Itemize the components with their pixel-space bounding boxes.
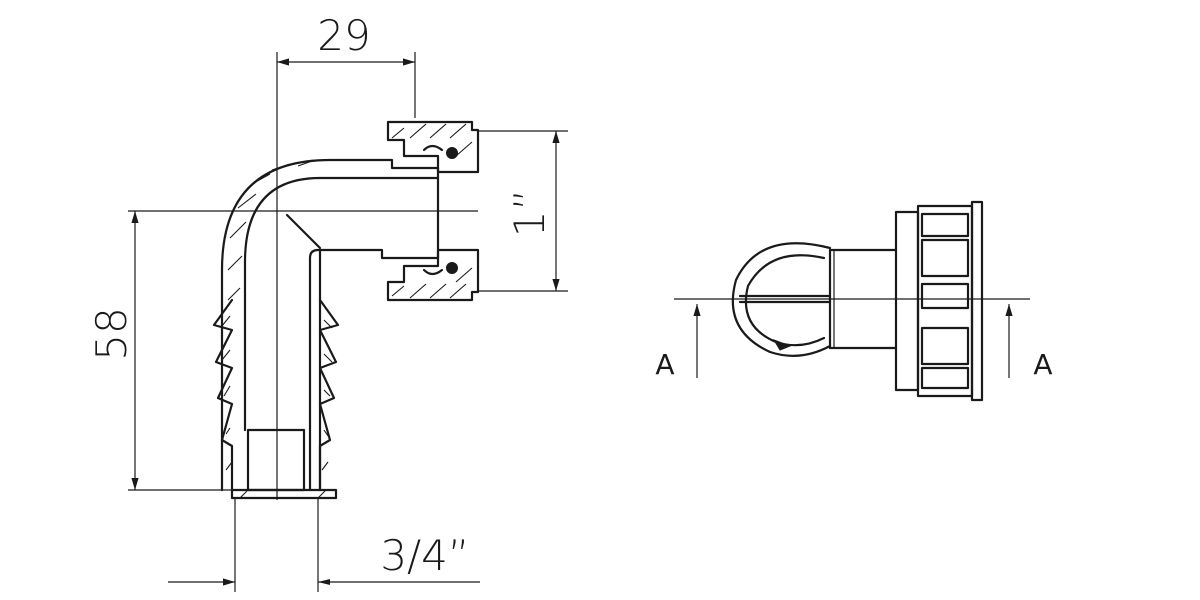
elbow-dome-inner	[744, 254, 826, 347]
seal-lip-bottom	[422, 268, 444, 276]
union-nut-bottom-hatch	[391, 267, 473, 299]
bottom-insert	[246, 428, 306, 492]
section-label-right: A	[1033, 348, 1052, 381]
elbow-inner-wall	[243, 176, 440, 432]
section-label-left: A	[655, 348, 674, 381]
nut-ribs	[920, 212, 970, 390]
nut-face	[970, 200, 984, 402]
bottom-flange	[230, 488, 338, 500]
union-nut-top	[386, 120, 480, 174]
elbow-section-view: 29 58 1” 3/4”	[87, 11, 568, 592]
union-nut-bottom	[386, 248, 480, 302]
seal-lip-top	[422, 144, 444, 152]
elbow-wall-hatch	[227, 160, 313, 301]
o-ring-top	[446, 147, 458, 159]
dome-tab	[772, 339, 792, 351]
elbow-dome-outer	[731, 242, 832, 357]
dim-34-arrow-right	[318, 579, 330, 585]
dim-34-label: 3/4”	[380, 531, 469, 580]
o-ring-bottom	[446, 262, 458, 274]
bore-corner	[285, 213, 322, 250]
dim-58-label: 58	[87, 307, 136, 360]
vertical-bore-right	[308, 248, 440, 492]
barb-right	[318, 298, 340, 492]
dim-1in-label: 1”	[505, 189, 554, 237]
barb-hatch	[221, 315, 333, 471]
elbow-end-view: A A	[655, 200, 1053, 402]
union-nut-top-hatch	[391, 123, 473, 157]
barb-left	[212, 298, 234, 492]
dim-29-label: 29	[317, 11, 370, 60]
nut-collar	[894, 210, 920, 392]
